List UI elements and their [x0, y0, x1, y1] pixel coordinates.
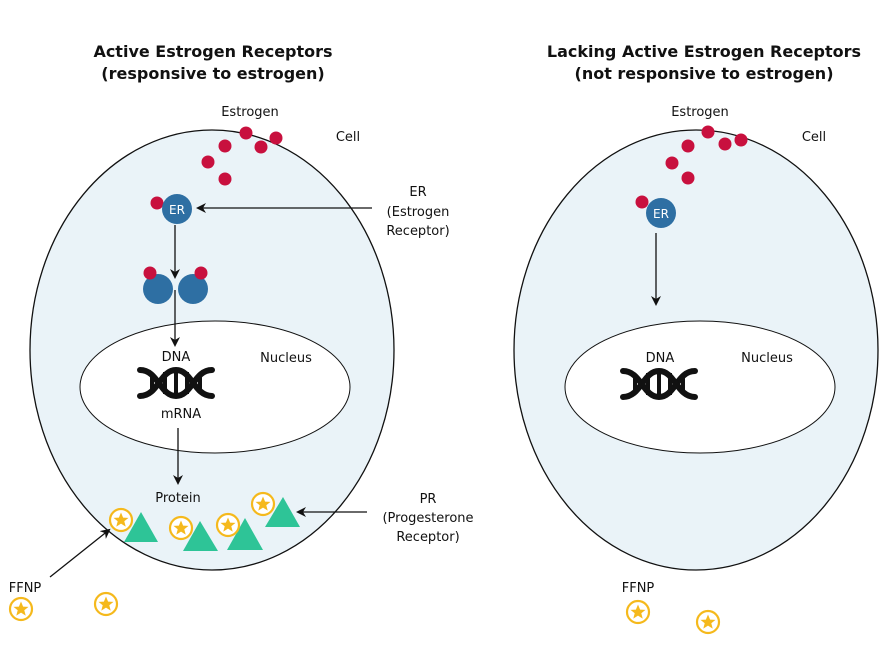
right-estrogen-label: Estrogen	[671, 105, 729, 120]
left-title-line1: Active Estrogen Receptors	[93, 42, 332, 61]
left-nucleus-label: Nucleus	[260, 351, 312, 366]
ffnp-star-icon	[8, 596, 34, 622]
left-ffnp-label: FFNP	[9, 581, 42, 596]
ffnp-star-icon	[93, 591, 119, 617]
pr-callout-line1: PR	[420, 492, 437, 507]
er-dimer	[143, 266, 208, 304]
right-nucleus-label: Nucleus	[741, 351, 793, 366]
er-circle	[646, 198, 676, 228]
left-dna-label: DNA	[162, 350, 191, 365]
ffnp-star-icon	[215, 512, 241, 538]
left-nucleus	[79, 320, 351, 454]
right-cell-label: Cell	[802, 130, 826, 145]
estrogen-molecule	[218, 172, 232, 186]
estrogen-molecule	[194, 266, 208, 280]
left-estrogen-label: Estrogen	[221, 105, 279, 120]
ffnp-star-icon	[625, 599, 651, 625]
ffnp-star-icon	[250, 491, 276, 517]
left-estrogen-molecules	[201, 126, 283, 186]
estrogen-molecule	[635, 195, 649, 209]
right-ffnp-label: FFNP	[622, 581, 655, 596]
pr-triangle	[183, 521, 218, 551]
er-callout-line3: Receptor)	[386, 224, 449, 239]
er-circle	[143, 274, 173, 304]
er-callout-line1: ER	[409, 185, 426, 200]
left-panel: Active Estrogen Receptors (responsive to…	[8, 42, 474, 622]
er-circle	[178, 274, 208, 304]
pr-receptors	[124, 497, 300, 551]
estrogen-molecule	[701, 125, 715, 139]
dna-icon	[140, 370, 212, 396]
estrogen-molecule	[665, 156, 679, 170]
estrogen-molecule	[718, 137, 732, 151]
right-title-line2: (not responsive to estrogen)	[575, 64, 834, 83]
left-er-receptor: ER	[150, 194, 192, 224]
right-er-badge: ER	[653, 207, 669, 221]
dna-icon	[623, 371, 695, 397]
pr-triangle	[124, 512, 158, 542]
estrogen-molecule	[681, 171, 695, 185]
pr-triangle	[265, 497, 300, 527]
estrogen-molecule	[269, 131, 283, 145]
right-title-line1: Lacking Active Estrogen Receptors	[547, 42, 861, 61]
ffnp-star-icon	[168, 515, 194, 541]
estrogen-molecule	[150, 196, 164, 210]
estrogen-molecule	[239, 126, 253, 140]
ffnp-star-icon	[108, 507, 134, 533]
ffnp-entry-arrow	[49, 528, 111, 578]
ffnp-star-icon	[695, 609, 721, 635]
left-title-line2: (responsive to estrogen)	[101, 64, 324, 83]
estrogen-molecule	[201, 155, 215, 169]
estrogen-molecule	[734, 133, 748, 147]
er-circle	[162, 194, 192, 224]
right-er-receptor: ER	[635, 195, 676, 228]
right-nucleus	[564, 320, 836, 454]
pr-callout-line3: Receptor)	[396, 530, 459, 545]
right-dna-label: DNA	[646, 351, 675, 366]
pr-triangle	[227, 518, 263, 550]
estrogen-molecule	[254, 140, 268, 154]
er-callout-line2: (Estrogen	[387, 205, 450, 220]
right-panel: Lacking Active Estrogen Receptors (not r…	[513, 42, 879, 635]
pr-callout-line2: (Progesterone	[382, 511, 473, 526]
estrogen-molecule	[143, 266, 157, 280]
protein-label: Protein	[155, 491, 201, 506]
left-er-badge: ER	[169, 203, 185, 217]
left-cell-label: Cell	[336, 130, 360, 145]
right-estrogen-molecules	[665, 125, 748, 185]
estrogen-molecule	[218, 139, 232, 153]
mrna-label: mRNA	[161, 407, 201, 422]
estrogen-molecule	[681, 139, 695, 153]
